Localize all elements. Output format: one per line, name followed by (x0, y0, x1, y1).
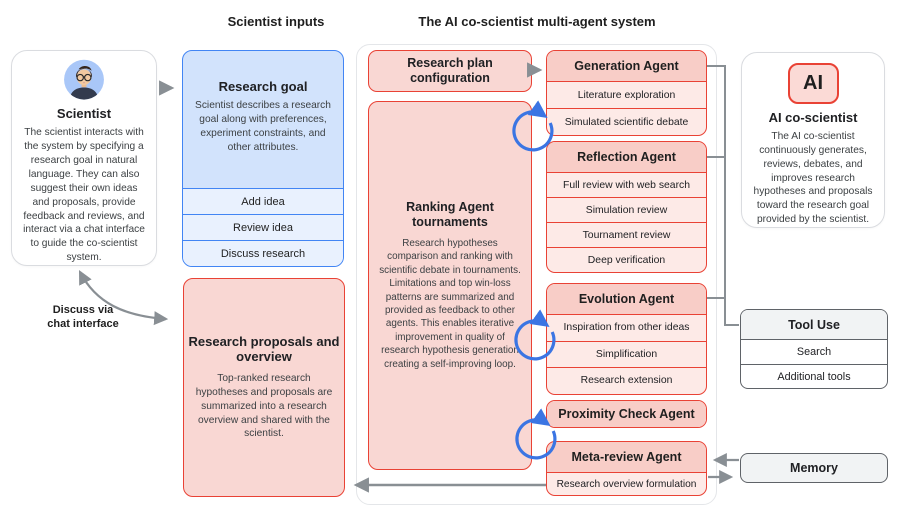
generation-agent-box: Generation Agent Literature exploration … (546, 50, 707, 136)
generation-item: Literature exploration (547, 81, 706, 108)
meta-review-agent-title: Meta-review Agent (547, 442, 706, 472)
research-proposals-box: Research proposals and overview Top-rank… (183, 278, 345, 497)
reflection-item: Tournament review (547, 222, 706, 247)
ranking-description: Research hypotheses comparison and ranki… (379, 237, 521, 370)
evolution-item: Research extension (547, 367, 706, 394)
evolution-agent-box: Evolution Agent Inspiration from other i… (546, 283, 707, 395)
reflection-item: Deep verification (547, 247, 706, 272)
research-proposals-description: Top-ranked research hypotheses and propo… (195, 372, 333, 440)
evolution-item: Inspiration from other ideas (547, 314, 706, 341)
research-plan-configuration-box: Research plan configuration (368, 50, 532, 92)
research-goal-title: Research goal (218, 79, 308, 94)
research-proposals-title: Research proposals and overview (188, 333, 340, 365)
scientist-card: Scientist The scientist interacts with t… (11, 50, 157, 266)
tool-use-box: Tool Use Search Additional tools (740, 309, 888, 389)
ai-card-title: AI co-scientist (768, 109, 858, 125)
chat-interface-label: Discuss via chat interface (47, 304, 119, 330)
tool-item-additional: Additional tools (741, 364, 887, 388)
action-discuss-research: Discuss research (183, 240, 343, 266)
action-review-idea: Review idea (183, 214, 343, 240)
proximity-agent-title: Proximity Check Agent (547, 401, 706, 427)
ai-co-scientist-card: AI AI co-scientist The AI co-scientist c… (741, 52, 885, 228)
multi-agent-system-header: The AI co-scientist multi-agent system (418, 14, 656, 29)
proximity-check-agent-box: Proximity Check Agent (546, 400, 707, 428)
research-goal-description: Scientist describes a research goal alon… (195, 100, 331, 153)
meta-review-agent-box: Meta-review Agent Research overview form… (546, 441, 707, 496)
scientist-avatar-icon (64, 59, 104, 100)
scientist-inputs-header: Scientist inputs (227, 14, 325, 29)
tool-item-search: Search (796, 346, 832, 358)
action-add-idea: Add idea (183, 188, 343, 214)
ranking-agent-tournaments-box: Ranking Agent tournaments Research hypot… (368, 101, 532, 470)
reflection-agent-box: Reflection Agent Full review with web se… (546, 141, 707, 273)
meta-review-item: Research overview formulation (547, 472, 706, 495)
ai-logo-icon: AI (787, 63, 839, 104)
tool-use-title: Tool Use (741, 310, 887, 340)
reflection-item: Simulation review (547, 197, 706, 222)
reflection-agent-title: Reflection Agent (547, 142, 706, 172)
evolution-item: Simplification (547, 340, 706, 368)
memory-box: Memory (740, 453, 888, 483)
research-goal-box: Research goal Scientist describes a rese… (182, 50, 344, 267)
evolution-agent-title: Evolution Agent (547, 284, 706, 314)
scientist-title: Scientist (56, 106, 112, 122)
generation-agent-title: Generation Agent (547, 51, 706, 81)
ai-card-description: The AI co-scientist continuously generat… (753, 130, 873, 226)
ranking-title: Ranking Agent tournaments (406, 199, 494, 229)
scientist-description: The scientist interacts with the system … (23, 127, 145, 264)
generation-item: Simulated scientific debate (547, 108, 706, 135)
reflection-item: Full review with web search (547, 172, 706, 197)
